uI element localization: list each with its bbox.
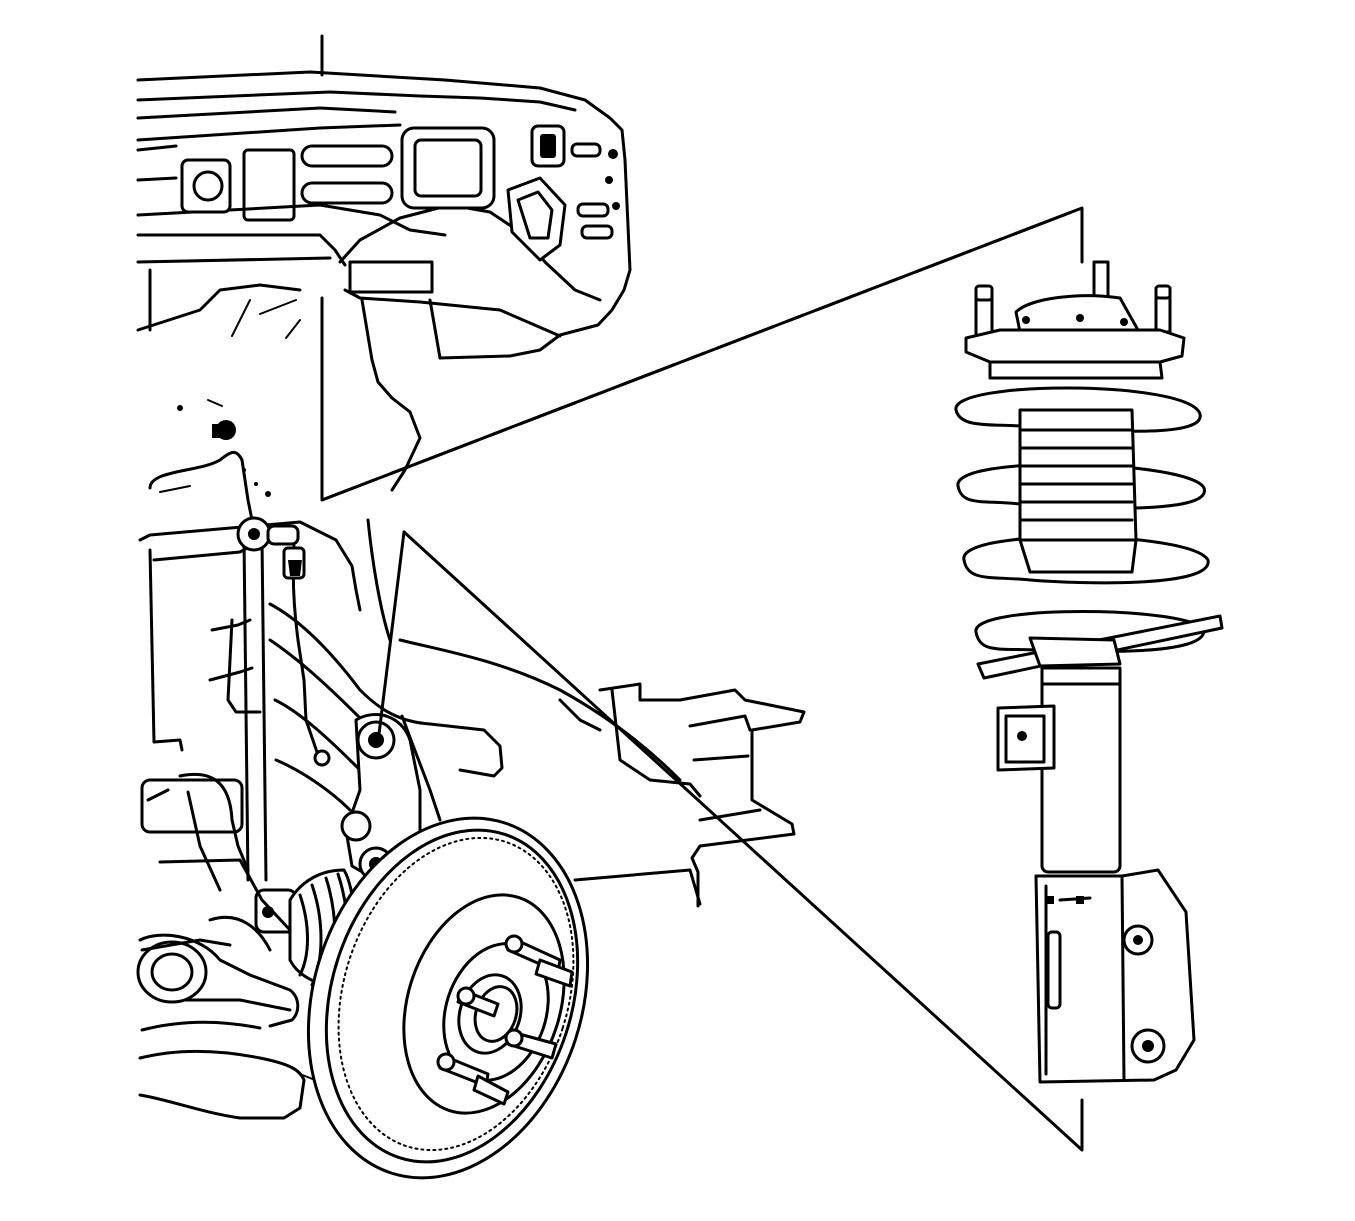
strut-tower <box>138 518 682 892</box>
callout-lines <box>320 206 1084 1152</box>
lower-control-arm <box>136 915 331 1120</box>
strut-assembly <box>954 260 1224 1084</box>
subframe <box>558 682 806 908</box>
frame-rail <box>136 34 632 492</box>
wheel-studs <box>436 934 574 1106</box>
wheel-speed-sensor-wire <box>148 399 331 767</box>
brake-rotor <box>306 816 590 1180</box>
